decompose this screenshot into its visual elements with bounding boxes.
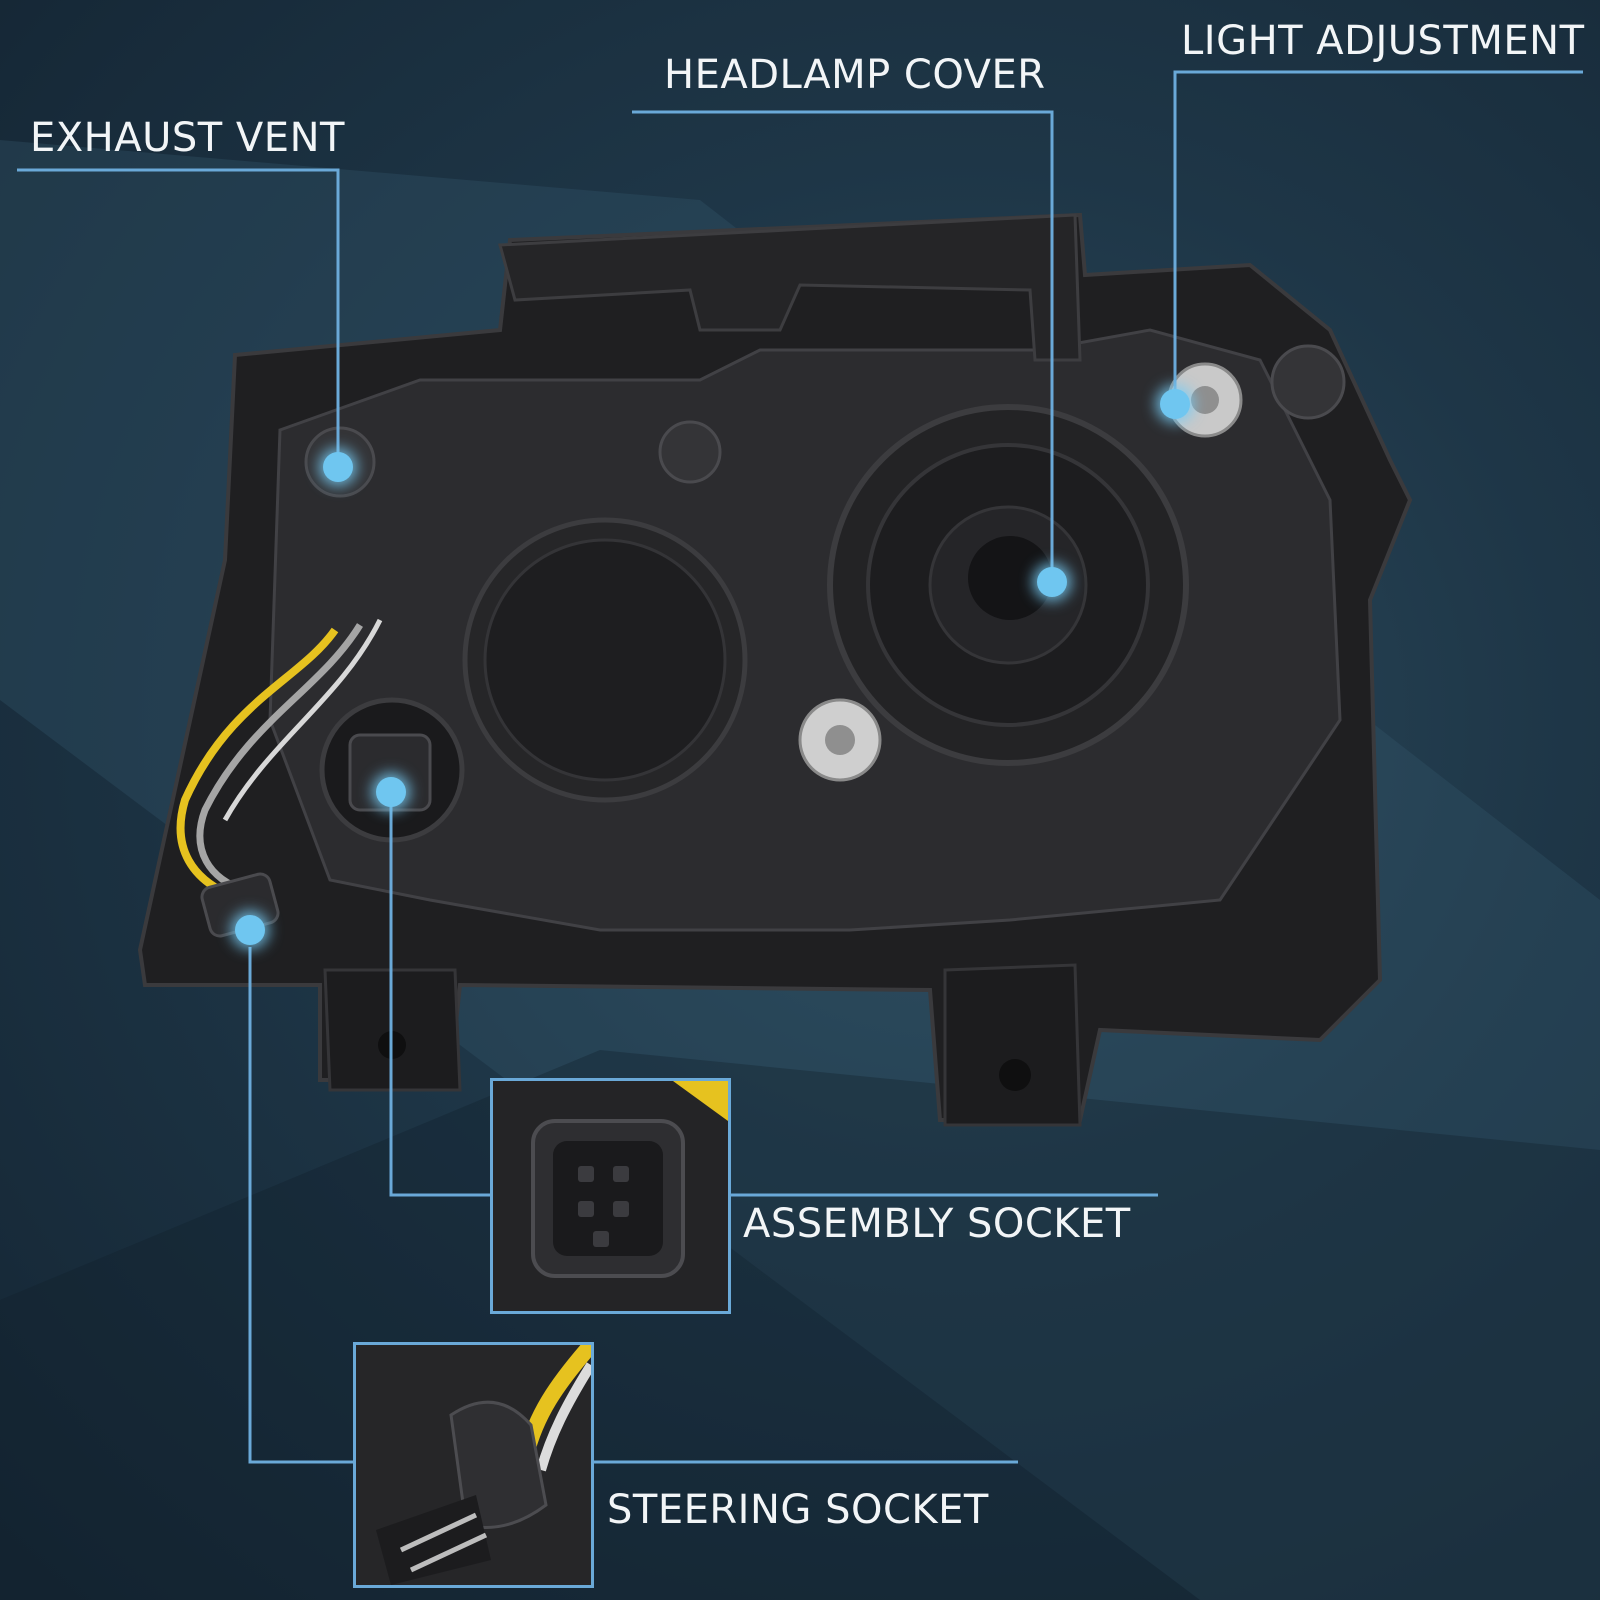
- callout-line-light-adjustment: [1173, 70, 1583, 404]
- mount-tab-right: [943, 963, 1082, 1127]
- callout-line-headlamp-cover: [632, 110, 1054, 582]
- callout-label-steering-socket: STEERING SOCKET: [607, 1487, 989, 1533]
- steering-socket-inset: [353, 1342, 594, 1588]
- callout-label-assembly-socket: ASSEMBLY SOCKET: [743, 1201, 1131, 1247]
- callout-dot-light-adjustment: [1160, 389, 1190, 419]
- top-bracket: [498, 213, 1082, 362]
- callout-dot-steering-socket: [235, 915, 265, 945]
- assembly-socket-inset: [490, 1078, 731, 1314]
- callout-dot-exhaust-vent: [323, 452, 353, 482]
- callout-line-steering-socket: [248, 947, 1018, 1464]
- callout-label-light-adjustment: LIGHT ADJUSTMENT: [1181, 18, 1585, 64]
- callout-line-exhaust-vent: [17, 168, 340, 467]
- wire-gray: [196, 623, 363, 894]
- callout-label-exhaust-vent: EXHAUST VENT: [30, 115, 345, 161]
- assembly-socket-closeup: [493, 1081, 728, 1311]
- bulb-cap: [483, 538, 727, 782]
- wire-yellow: [176, 627, 339, 899]
- callout-label-headlamp-cover: HEADLAMP COVER: [664, 52, 1046, 98]
- callout-dot-assembly-socket: [376, 777, 406, 807]
- callout-line-assembly-socket: [389, 792, 1158, 1197]
- steering-socket-closeup: [356, 1345, 591, 1585]
- callout-dot-headlamp-cover: [1037, 567, 1067, 597]
